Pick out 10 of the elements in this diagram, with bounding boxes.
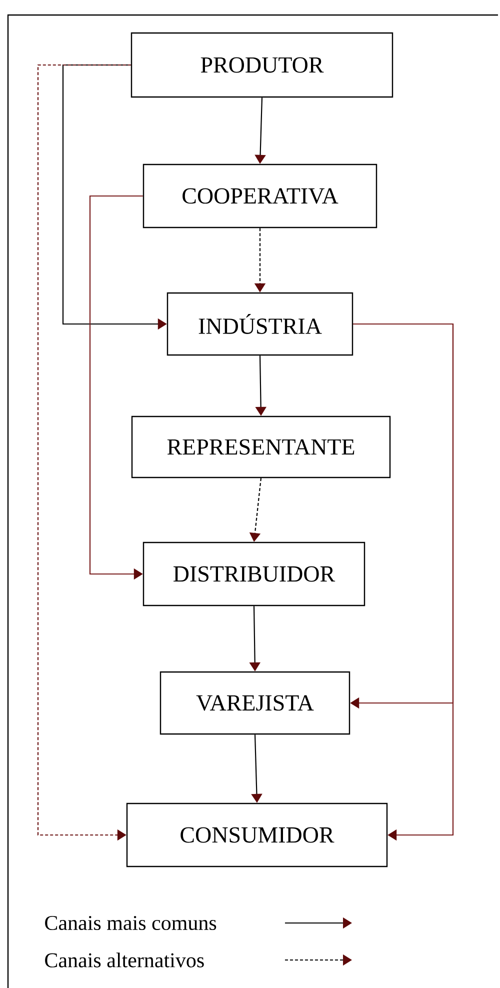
- process-box: VAREJISTA: [160, 671, 350, 735]
- process-box: CONSUMIDOR: [126, 802, 388, 868]
- arrow: [353, 323, 454, 841]
- process-box: DISTRIBUIDOR: [142, 542, 366, 606]
- legend-text: Canais mais comuns: [45, 916, 216, 930]
- process-box: COOPERATIVA: [142, 164, 378, 228]
- process-box: PRODUTOR: [130, 32, 394, 98]
- process-box: REPRESENTANTE: [131, 416, 391, 478]
- process-box: INDÚSTRIA: [166, 292, 354, 356]
- legend-text: Canais alternativos: [45, 952, 204, 968]
